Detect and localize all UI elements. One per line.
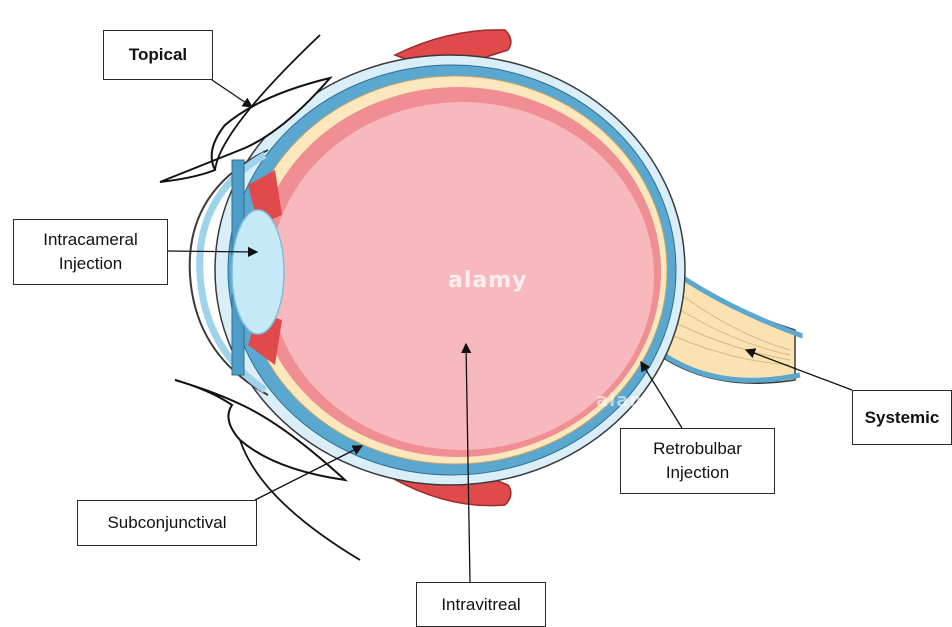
label-subconjunctival: Subconjunctival <box>77 500 257 546</box>
arrow-topical <box>212 80 252 107</box>
label-retrobulbar-injection: Retrobulbar Injection <box>620 428 775 494</box>
label-topical: Topical <box>103 30 213 80</box>
watermark-text-secondary: alamy <box>596 390 662 411</box>
lens <box>232 210 284 334</box>
label-intracameral-injection: Intracameral Injection <box>13 219 168 285</box>
label-systemic: Systemic <box>852 390 952 445</box>
label-intravitreal: Intravitreal <box>416 582 546 627</box>
watermark-text: alamy <box>448 268 528 293</box>
